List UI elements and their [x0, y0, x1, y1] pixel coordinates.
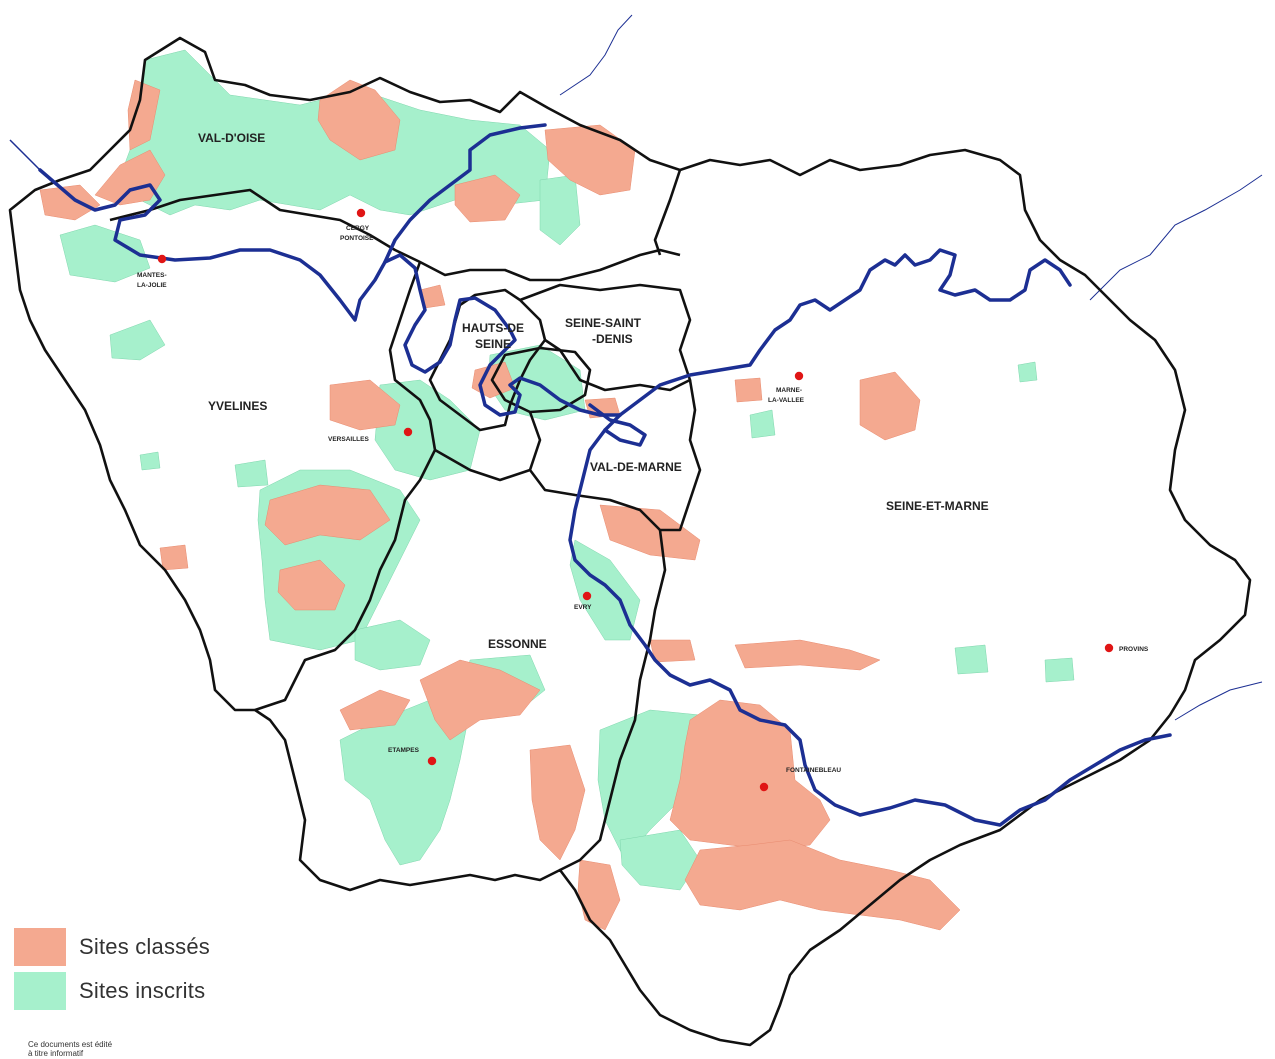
- inscrit-small-3: [749, 409, 776, 439]
- label-mantes-2: LA-JOLIE: [137, 282, 167, 289]
- city-dot-provins: [1104, 643, 1114, 653]
- classe-versailles: [329, 379, 401, 431]
- boundary-paris: [490, 346, 592, 414]
- classe-rambouillet: [264, 484, 391, 546]
- legend-label-classes: Sites classés: [79, 934, 210, 959]
- classe-essonne-strip: [339, 689, 411, 731]
- label-essonne: ESSONNE: [488, 637, 547, 651]
- classe-rambouillet-south: [277, 559, 346, 611]
- boundary-essonne-east: [434, 448, 667, 872]
- rivers: [38, 123, 1172, 827]
- classe-south-river: [599, 504, 701, 561]
- label-versailles: VERSAILLES: [328, 436, 369, 443]
- disclaimer-line-1: Ce documents est édité: [28, 1040, 113, 1049]
- sites-classes-areas: [39, 79, 961, 931]
- label-evry: EVRY: [574, 604, 592, 611]
- legend-label-inscrits: Sites inscrits: [79, 978, 206, 1003]
- disclaimer: Ce documents est édité à titre informati…: [28, 1040, 112, 1058]
- seine-river-downstream: [38, 168, 622, 417]
- boundary-seine-saint-denis: [519, 283, 692, 392]
- inscrit-seine-valley: [569, 539, 641, 641]
- classe-yvelines-south: [159, 544, 189, 571]
- label-hauts-de-seine-2: SEINE: [475, 337, 511, 351]
- department-boundaries: [8, 36, 1252, 1047]
- inscrit-north-east: [539, 174, 581, 246]
- region-outline: [8, 36, 1252, 1047]
- outside-river-east: [1089, 174, 1263, 301]
- city-markers: [157, 208, 1114, 792]
- label-marne-1: MARNE-: [776, 387, 802, 394]
- boundary-val-doise-south: [109, 188, 681, 282]
- label-etampes: ETAMPES: [388, 747, 420, 754]
- inscrit-mantes: [59, 224, 151, 283]
- city-dot-fontainebleau: [759, 782, 769, 792]
- classe-vexin-strip: [127, 79, 161, 151]
- swatch-classes: [14, 928, 66, 966]
- label-hauts-de-seine-1: HAUTS-DE: [462, 321, 524, 335]
- classe-seine-south: [649, 639, 696, 663]
- legend: Sites classés Sites inscrits: [14, 927, 210, 1015]
- classe-marne: [859, 371, 921, 441]
- inscrit-essonne-mid: [354, 619, 431, 671]
- outside-river-northeast: [559, 14, 633, 96]
- label-cergy-1: CERGY: [346, 225, 370, 232]
- outside-river-southeast: [1174, 681, 1263, 721]
- inscrit-yvelines-west: [109, 319, 166, 361]
- legend-item-inscrits: Sites inscrits: [14, 971, 210, 1011]
- marne-river: [618, 248, 1072, 417]
- inscrit-small-5: [234, 459, 269, 488]
- classe-vexin-north: [317, 79, 401, 161]
- label-fontainebleau: FONTAINEBLEAU: [786, 767, 841, 774]
- label-mantes-1: MANTES-: [137, 272, 167, 279]
- label-provins: PROVINS: [1119, 646, 1149, 653]
- inscrit-small-6: [139, 451, 161, 471]
- label-val-de-marne: VAL-DE-MARNE: [590, 460, 682, 474]
- classe-west-edge: [39, 184, 101, 221]
- classe-loing: [684, 839, 961, 931]
- label-seine-et-marne: SEINE-ET-MARNE: [886, 499, 989, 513]
- label-marne-2: LA-VALLEE: [768, 397, 805, 404]
- oise-river: [383, 123, 547, 264]
- label-yvelines: YVELINES: [208, 399, 267, 413]
- city-dot-cergy: [356, 208, 366, 218]
- classe-marne-west: [734, 377, 763, 403]
- classe-oise-east: [544, 124, 636, 196]
- boundary-val-doise-east: [653, 169, 682, 256]
- marne-meander: [588, 403, 647, 447]
- city-dot-versailles: [403, 427, 413, 437]
- classe-essonne-south: [419, 659, 541, 741]
- inscrit-small-1: [954, 644, 989, 675]
- city-dot-marne: [794, 371, 804, 381]
- label-seine-saint-denis-1: SEINE-SAINT: [565, 316, 642, 330]
- city-dot-etampes: [427, 756, 437, 766]
- boundary-hauts-de-seine: [428, 288, 547, 432]
- classe-fontainebleau: [669, 699, 831, 851]
- inscrit-small-4: [1017, 361, 1038, 383]
- disclaimer-line-2: à titre informatif: [28, 1049, 84, 1058]
- label-seine-saint-denis-2: -DENIS: [592, 332, 633, 346]
- boundary-yvelines-east: [254, 261, 437, 712]
- city-dot-mantes: [157, 254, 167, 264]
- classe-oise-mid: [454, 174, 521, 223]
- city-dot-evry: [582, 591, 592, 601]
- legend-item-classes: Sites classés: [14, 927, 210, 967]
- classe-vexin-west: [94, 149, 166, 206]
- label-cergy-2: PONTOISE: [340, 235, 374, 242]
- boundary-val-de-marne: [528, 379, 702, 532]
- seine-river-upstream: [568, 413, 1172, 827]
- label-val-doise: VAL-D'OISE: [198, 131, 265, 145]
- classe-seine-mid: [734, 639, 881, 671]
- inscrit-small-2: [1044, 657, 1075, 683]
- swatch-inscrits: [14, 972, 66, 1010]
- classe-southeast-edge: [577, 859, 621, 931]
- classe-essonne-valley: [529, 744, 586, 861]
